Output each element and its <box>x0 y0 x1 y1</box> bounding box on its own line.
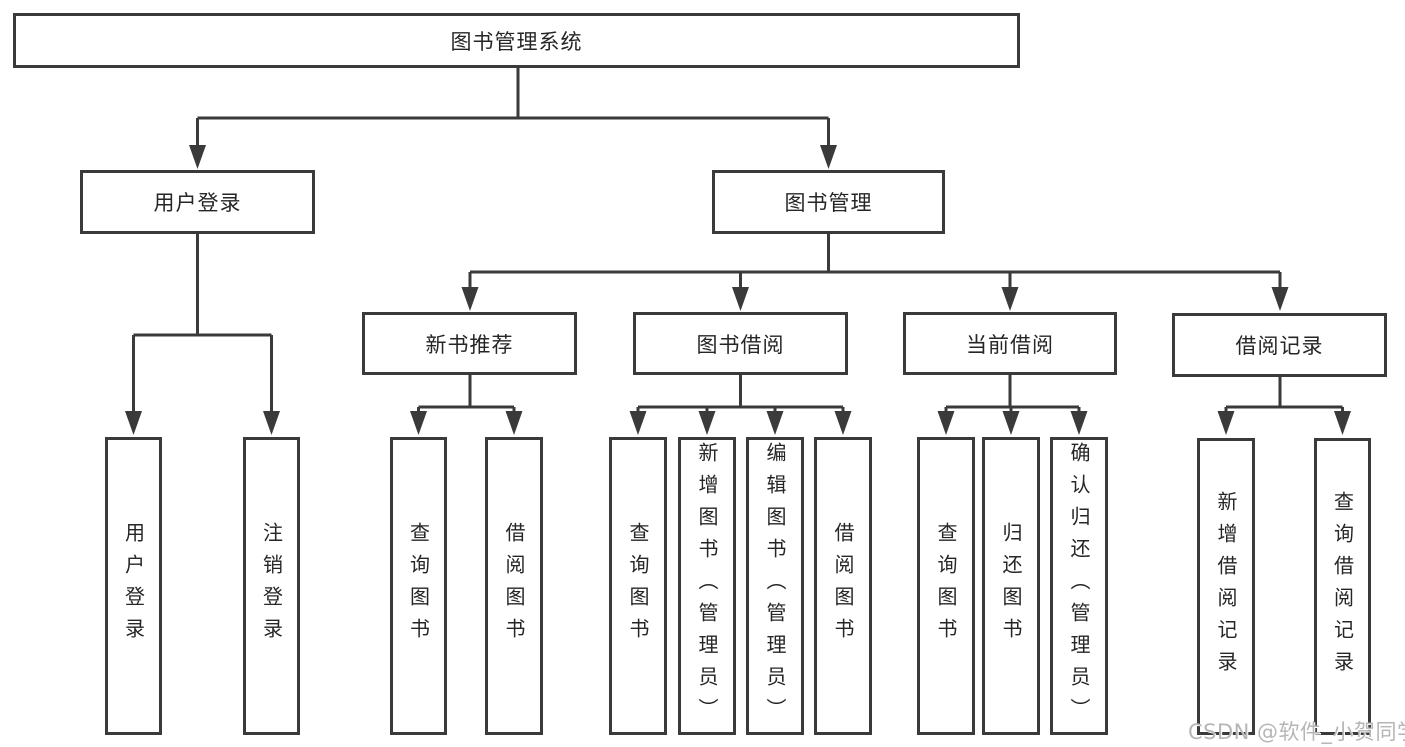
leaf-return-book-label: 归还图书 <box>999 522 1023 650</box>
node-book-management-label: 图书管理 <box>784 191 873 215</box>
leaf-user-login-label: 用户登录 <box>121 522 146 650</box>
leaf-return-book: 归还图书 <box>982 437 1040 735</box>
leaf-query-book-current-label: 查询图书 <box>934 522 958 650</box>
leaf-query-book-recommend: 查询图书 <box>390 437 447 735</box>
leaf-user-login: 用户登录 <box>105 437 162 735</box>
leaf-add-borrow-record: 新增借阅记录 <box>1197 438 1255 735</box>
leaf-add-book-admin-label: 新增图书（管理员） <box>695 442 719 730</box>
node-new-book-recommend-label: 新书推荐 <box>425 332 514 357</box>
node-book-management: 图书管理 <box>712 170 945 234</box>
leaf-query-borrow-record: 查询借阅记录 <box>1314 438 1371 735</box>
node-borrowing-records-label: 借阅记录 <box>1235 334 1324 358</box>
leaf-borrow-book-borrowing: 借阅图书 <box>814 437 872 735</box>
leaf-add-book-admin: 新增图书（管理员） <box>678 437 736 735</box>
node-book-borrowing-label: 图书借阅 <box>696 332 785 357</box>
leaf-query-book-borrowing: 查询图书 <box>609 437 667 735</box>
node-new-book-recommend: 新书推荐 <box>362 312 577 375</box>
leaf-query-book-recommend-label: 查询图书 <box>406 522 431 650</box>
node-root: 图书管理系统 <box>13 13 1020 68</box>
node-user-login-label: 用户登录 <box>153 191 242 215</box>
leaf-borrow-book-recommend-label: 借阅图书 <box>502 522 526 650</box>
csdn-watermark: CSDN @软件_小贺同学 <box>1188 720 1405 744</box>
node-user-login: 用户登录 <box>80 170 315 234</box>
node-borrowing-records: 借阅记录 <box>1172 313 1387 377</box>
leaf-query-book-current: 查询图书 <box>917 437 975 735</box>
leaf-edit-book-admin: 编辑图书（管理员） <box>746 437 804 735</box>
leaf-borrow-book-recommend: 借阅图书 <box>485 437 543 735</box>
leaf-logout: 注销登录 <box>243 437 300 735</box>
leaf-query-book-borrowing-label: 查询图书 <box>626 522 650 650</box>
node-root-label: 图书管理系统 <box>450 29 583 54</box>
node-current-borrowing-label: 当前借阅 <box>966 332 1054 357</box>
leaf-borrow-book-borrowing-label: 借阅图书 <box>831 522 855 650</box>
leaf-confirm-return-admin-label: 确认归还（管理员） <box>1067 442 1091 730</box>
leaf-logout-label: 注销登录 <box>259 522 284 650</box>
node-book-borrowing: 图书借阅 <box>633 312 848 375</box>
leaf-edit-book-admin-label: 编辑图书（管理员） <box>763 442 787 730</box>
node-current-borrowing: 当前借阅 <box>903 312 1117 375</box>
leaf-add-borrow-record-label: 新增借阅记录 <box>1214 490 1238 683</box>
leaf-confirm-return-admin: 确认归还（管理员） <box>1050 437 1108 735</box>
leaf-query-borrow-record-label: 查询借阅记录 <box>1330 490 1355 683</box>
